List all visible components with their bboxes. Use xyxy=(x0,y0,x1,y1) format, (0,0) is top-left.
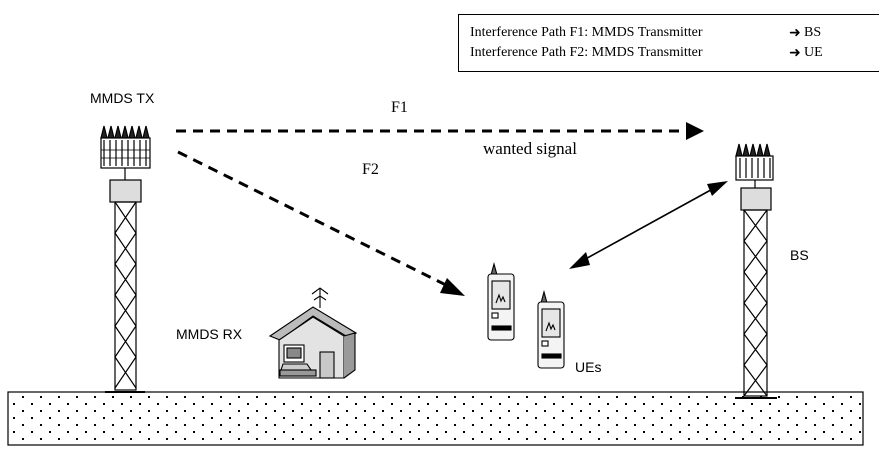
f1-label: F1 xyxy=(391,99,408,116)
right-arrow-icon: ➜ xyxy=(789,26,801,41)
ues-label: UEs xyxy=(575,359,602,375)
right-arrow-icon: ➜ xyxy=(789,46,801,61)
mmds-tx-label: MMDS TX xyxy=(90,90,155,106)
wanted-signal-label: wanted signal xyxy=(483,139,577,158)
legend-row-f2-dest: UE xyxy=(804,45,823,60)
legend-row-f1: Interference Path F1: MMDS Transmitter ➜… xyxy=(470,25,821,41)
ue-phone-icon xyxy=(487,261,515,341)
legend-box: Interference Path F1: MMDS Transmitter ➜… xyxy=(458,14,879,72)
f2-interference-arrow xyxy=(177,150,465,296)
ue-phone-icon xyxy=(537,289,565,369)
legend-row-f2-text: Interference Path F2: MMDS Transmitter xyxy=(470,45,703,60)
mmds-rx-label: MMDS RX xyxy=(176,326,243,342)
wanted-signal-arrow xyxy=(569,181,728,269)
mmds-tx-tower-icon xyxy=(100,125,151,393)
f1-interference-arrow xyxy=(176,122,704,140)
house-icon xyxy=(268,287,358,379)
bs-tower-icon xyxy=(735,143,777,399)
legend-row-f2: Interference Path F2: MMDS Transmitter ➜… xyxy=(470,45,823,61)
f2-label: F2 xyxy=(362,161,379,178)
ground xyxy=(7,391,864,446)
legend-row-f1-text: Interference Path F1: MMDS Transmitter xyxy=(470,25,703,40)
bs-label: BS xyxy=(790,247,809,263)
legend-row-f1-dest: BS xyxy=(804,25,822,40)
